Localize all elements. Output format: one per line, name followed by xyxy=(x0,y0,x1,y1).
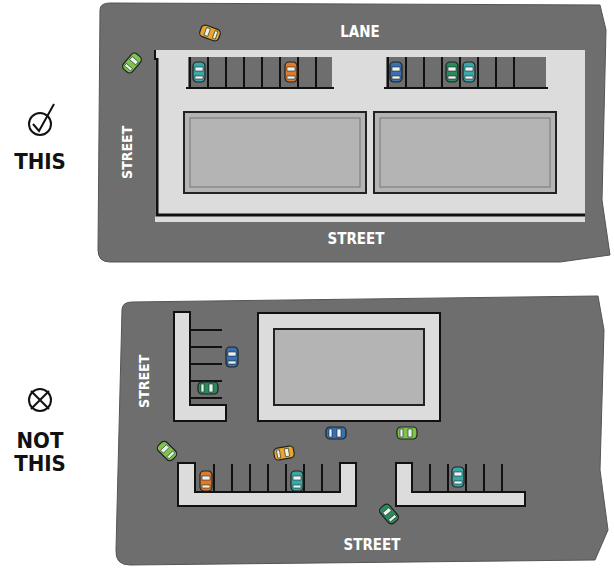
street-label: STREET xyxy=(138,354,153,407)
street-label: STREET xyxy=(344,538,401,554)
street-label: STREET xyxy=(328,232,385,248)
cross-symbol xyxy=(29,389,51,411)
check-symbol xyxy=(29,104,54,135)
verdict-label: THIS xyxy=(14,150,66,173)
street-label: STREET xyxy=(121,125,136,178)
street-label: LANE xyxy=(340,25,380,41)
verdict-label: NOT THIS xyxy=(10,429,70,475)
